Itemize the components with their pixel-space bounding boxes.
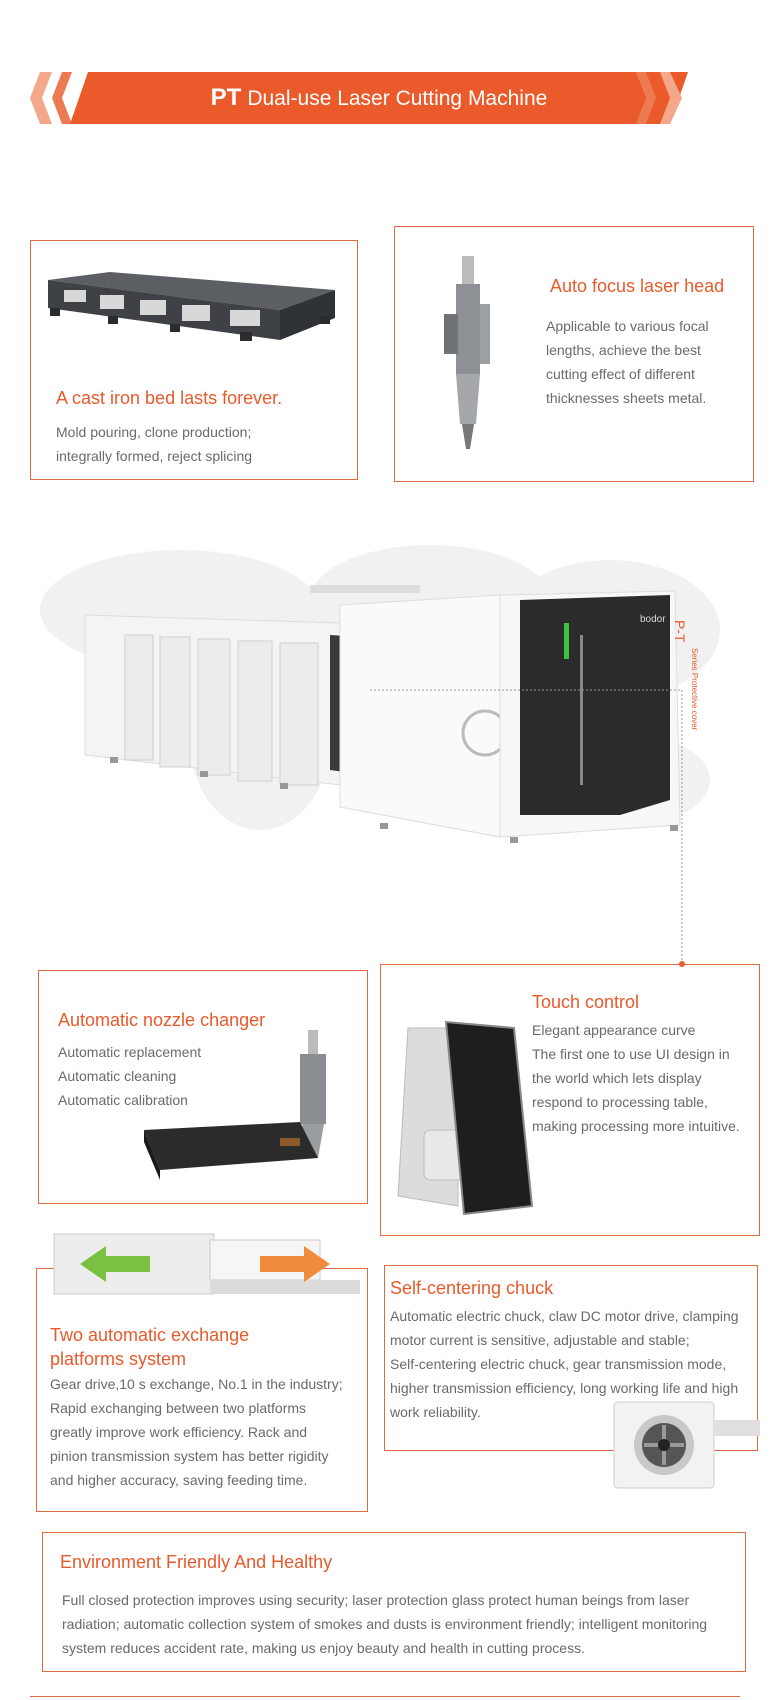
touch-control-heading: Touch control (532, 992, 640, 1012)
cast-bed-card (30, 240, 358, 480)
touch-screen-image (397, 1020, 534, 1216)
exchange-platform-image (53, 1233, 360, 1295)
machine-brand-label: bodor (640, 614, 666, 625)
chuck-description: Automatic electric chuck, claw DC motor … (390, 1308, 739, 1420)
laser-head-card (394, 226, 754, 482)
environment-heading: Environment Friendly And Healthy (60, 1552, 333, 1572)
nozzle-changer-card (38, 970, 368, 1204)
exchange-platform-description: Gear drive,10 s exchange, No.1 in the in… (50, 1376, 343, 1488)
title-banner (70, 72, 688, 124)
environment-card (42, 1532, 746, 1672)
laser-cutting-machine-image (84, 585, 681, 843)
chuck-heading: Self-centering chuck (390, 1278, 554, 1298)
laser-head-heading: Auto focus laser head (550, 276, 725, 296)
right-chevron-inner-icon (636, 72, 656, 124)
environment-description: Full closed protection improves using se… (62, 1592, 708, 1656)
nozzle-changer-image (144, 1030, 326, 1180)
cover-series-label: P-T (672, 620, 688, 643)
right-chevron-outer-icon (660, 72, 682, 124)
cast-bed-heading: A cast iron bed lasts forever. (56, 388, 283, 408)
cast-iron-bed-image (48, 272, 335, 341)
chuck-card (384, 1265, 758, 1451)
touch-control-card (380, 964, 760, 1236)
footer-divider (30, 1696, 740, 1697)
left-chevron-outer-icon (30, 72, 52, 124)
left-chevron-inner-icon (52, 72, 72, 124)
cast-bed-description: Mold pouring, clone production;integrall… (56, 424, 253, 464)
callout-leader-line (370, 689, 685, 967)
cover-series-subtitle: Series Protective cover (690, 648, 699, 731)
chuck-image (613, 1401, 760, 1489)
nozzle-changer-heading: Automatic nozzle changer (58, 1010, 266, 1030)
laser-head-image (444, 256, 490, 449)
